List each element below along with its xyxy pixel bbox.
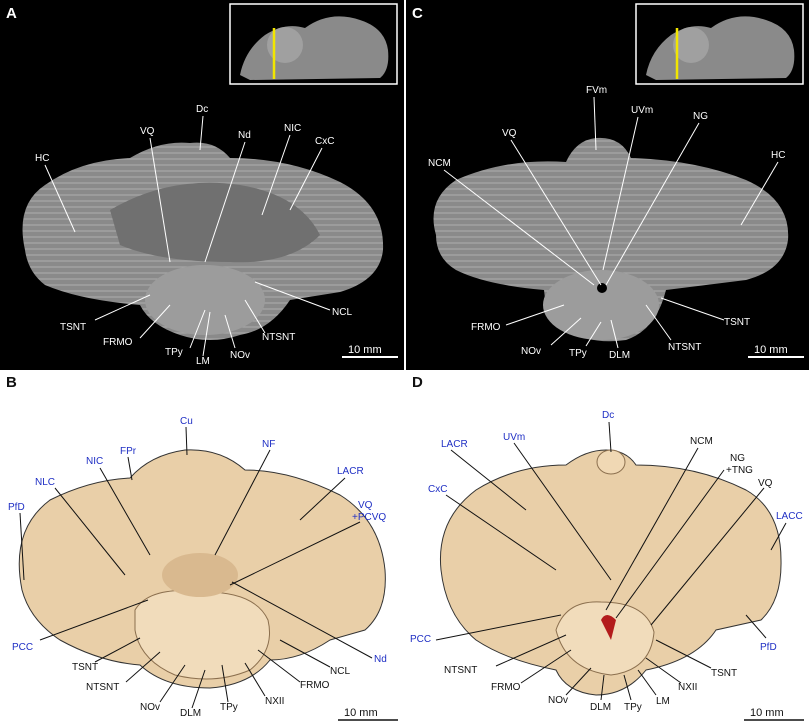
mri-section: [22, 142, 384, 340]
label-d-tpy: TPy: [624, 702, 642, 713]
label-c-fvm: FVm: [586, 85, 607, 96]
label-a-tpy: TPy: [165, 347, 183, 358]
panel-b: B FPr Cu NF NIC NLC LACR VQ +PCVQ PfD PC…: [0, 370, 404, 725]
label-b-lacr: LACR: [337, 466, 364, 477]
label-b-pfd: PfD: [8, 502, 25, 513]
label-c-nov: NOv: [521, 346, 541, 357]
panel-d: D Dc LACR UVm NCM NG +TNG VQ CxC LACC PC…: [406, 370, 809, 725]
label-d-frmo: FRMO: [491, 682, 521, 693]
label-b-nd: Nd: [374, 654, 387, 665]
label-a-frmo: FRMO: [103, 337, 133, 348]
scale-bar-label-c: 10 mm: [754, 344, 788, 356]
label-b-dlm: DLM: [180, 708, 201, 719]
label-a-tsnt: TSNT: [60, 322, 86, 333]
label-c-hc: HC: [771, 150, 785, 161]
panel-a: A Dc VQ Nd NIC CxC HC TSNT FRMO TPy LM N…: [0, 0, 404, 370]
label-b-cu: Cu: [180, 416, 193, 427]
label-d-lacc: LACC: [776, 511, 803, 522]
panel-letter-a: A: [6, 5, 17, 22]
panel-letter-c: C: [412, 5, 423, 22]
label-d-nxii: NXII: [678, 682, 697, 693]
label-b-pcvq: +PCVQ: [352, 512, 386, 523]
label-d-cxc: CxC: [428, 484, 447, 495]
leader-lines-b: [19, 426, 373, 709]
label-d-ncm: NCM: [690, 436, 713, 447]
label-a-nov: NOv: [230, 350, 250, 361]
label-a-cxc: CxC: [315, 136, 334, 147]
label-d-vq: VQ: [758, 478, 773, 489]
label-b-tsnt: TSNT: [72, 662, 98, 673]
label-b-nic: NIC: [86, 456, 103, 467]
label-a-nic: NIC: [284, 123, 301, 134]
label-a-lm: LM: [196, 356, 210, 367]
label-c-tpy: TPy: [569, 348, 587, 359]
label-d-tng: +TNG: [726, 465, 753, 476]
label-b-tpy: TPy: [220, 702, 238, 713]
scale-bar-label-b: 10 mm: [344, 707, 378, 719]
panel-a-figure: A Dc VQ Nd NIC CxC HC TSNT FRMO TPy LM N…: [0, 0, 404, 370]
label-c-frmo: FRMO: [471, 322, 501, 333]
label-b-ncl: NCL: [330, 666, 350, 677]
panel-c: C FVm UVm VQ NG NCM HC FRMO TSNT NOv TPy…: [406, 0, 809, 370]
sagittal-inset: [635, 3, 804, 85]
label-b-nov: NOv: [140, 702, 160, 713]
panel-letter-d: D: [412, 374, 423, 391]
label-a-vq: VQ: [140, 126, 155, 137]
label-b-nf: NF: [262, 439, 275, 450]
panel-letter-b: B: [6, 374, 17, 391]
label-a-ncl: NCL: [332, 307, 352, 318]
label-a-dc: Dc: [196, 104, 208, 115]
scale-bar-label-a: 10 mm: [348, 344, 382, 356]
label-c-ng: NG: [693, 111, 708, 122]
sagittal-inset: [229, 3, 398, 85]
label-d-pfd: PfD: [760, 642, 777, 653]
panel-d-figure: D Dc LACR UVm NCM NG +TNG VQ CxC LACC PC…: [406, 370, 809, 725]
label-d-lm: LM: [656, 696, 670, 707]
label-a-nd: Nd: [238, 130, 251, 141]
label-a-hc: HC: [35, 153, 49, 164]
brain-section-photo: [439, 449, 782, 696]
label-b-nlc: NLC: [35, 477, 55, 488]
label-d-lacr: LACR: [441, 439, 468, 450]
scale-bar-label-d: 10 mm: [750, 707, 784, 719]
label-d-ng: NG: [730, 453, 745, 464]
label-c-ncm: NCM: [428, 158, 451, 169]
label-c-dlm: DLM: [609, 350, 630, 361]
label-b-frmo: FRMO: [300, 680, 330, 691]
leader-lines-a: [44, 115, 331, 357]
panel-c-figure: C FVm UVm VQ NG NCM HC FRMO TSNT NOv TPy…: [406, 0, 809, 370]
label-c-tsnt: TSNT: [724, 317, 750, 328]
label-d-uvm: UVm: [503, 432, 525, 443]
leader-lines-c: [443, 96, 779, 349]
label-a-ntsnt: NTSNT: [262, 332, 295, 343]
label-c-uvm: UVm: [631, 105, 653, 116]
label-d-dlm: DLM: [590, 702, 611, 713]
label-d-ntsnt: NTSNT: [444, 665, 477, 676]
panel-b-figure: B FPr Cu NF NIC NLC LACR VQ +PCVQ PfD PC…: [0, 370, 404, 725]
label-b-ntsnt: NTSNT: [86, 682, 119, 693]
brain-section-photo: [18, 449, 386, 689]
mri-section: [433, 137, 789, 342]
label-d-dc: Dc: [602, 410, 614, 421]
label-c-vq: VQ: [502, 128, 517, 139]
label-d-tsnt: TSNT: [711, 668, 737, 679]
label-c-ntsnt: NTSNT: [668, 342, 701, 353]
label-d-pcc: PCC: [410, 634, 431, 645]
label-b-pcc: PCC: [12, 642, 33, 653]
label-d-nov: NOv: [548, 695, 568, 706]
label-b-nxii: NXII: [265, 696, 284, 707]
leader-lines-d: [435, 421, 787, 701]
label-b-fpr: FPr: [120, 446, 137, 457]
label-b-vq: VQ: [358, 500, 373, 511]
